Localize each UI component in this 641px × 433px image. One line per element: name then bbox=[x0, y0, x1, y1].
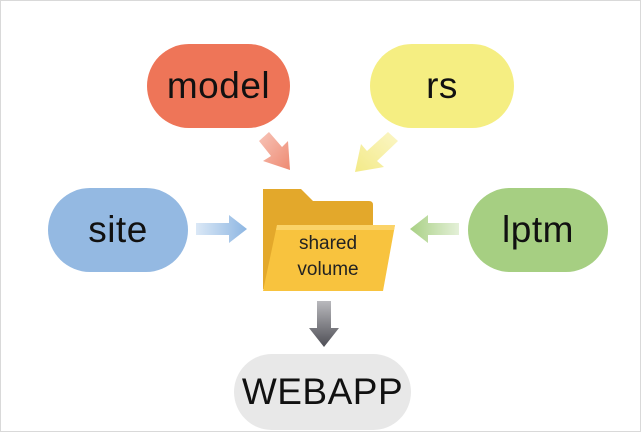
node-webapp-label: WEBAPP bbox=[241, 371, 404, 412]
node-site-label: site bbox=[88, 209, 148, 250]
node-lptm-label: lptm bbox=[502, 209, 574, 250]
node-model-label: model bbox=[166, 65, 271, 106]
node-model: model bbox=[147, 44, 290, 128]
node-rs: rs bbox=[370, 44, 514, 128]
arrow-rs-to-volume bbox=[355, 132, 398, 172]
arrow-site-to-volume bbox=[196, 215, 247, 243]
folder-icon bbox=[263, 189, 395, 291]
node-webapp: WEBAPP bbox=[234, 354, 411, 430]
arrow-lptm-to-volume bbox=[410, 215, 459, 243]
node-lptm: lptm bbox=[468, 188, 608, 272]
arrow-model-to-volume bbox=[259, 132, 290, 170]
shared-volume-line2: volume bbox=[297, 259, 359, 280]
arrow-volume-to-webapp bbox=[309, 301, 339, 347]
shared-volume-label: shared volume bbox=[263, 231, 393, 283]
shared-volume-line1: shared bbox=[298, 233, 358, 254]
node-site: site bbox=[48, 188, 188, 272]
node-rs-label: rs bbox=[426, 65, 458, 106]
